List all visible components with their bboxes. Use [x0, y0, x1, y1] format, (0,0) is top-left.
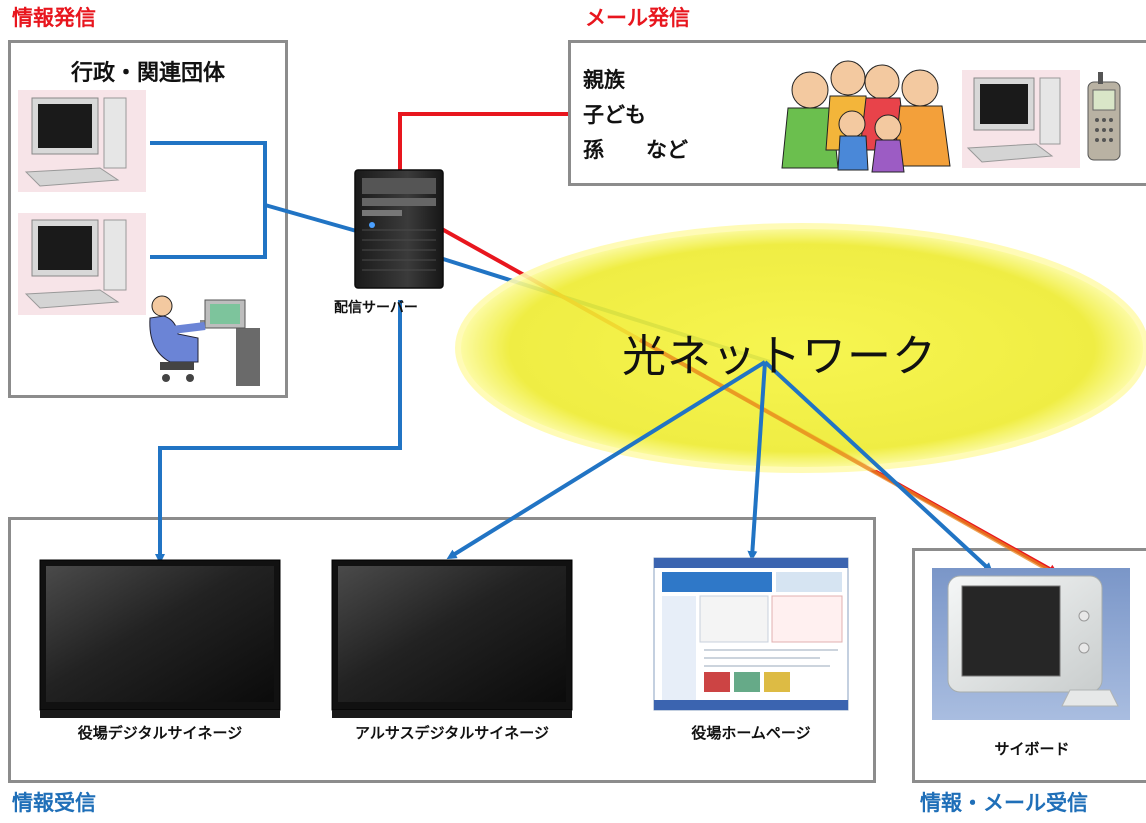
heading-info-mail-receiving: 情報・メール受信 — [920, 791, 1088, 815]
homepage-thumbnail — [653, 557, 849, 711]
heading-info-receiving: 情報受信 — [12, 791, 96, 815]
office-worker-icon — [149, 295, 260, 386]
saiboard-device — [932, 568, 1130, 720]
desktop-pc-icon-2 — [18, 213, 146, 315]
network-arrows — [446, 360, 993, 573]
mobile-phone-icon — [1087, 72, 1121, 161]
office-signage-label: 役場デジタルサイネージ — [77, 724, 243, 742]
desktop-pc-icon-1 — [18, 90, 146, 192]
family-line-relatives: 親族 — [583, 68, 625, 92]
arusas-signage-tv — [331, 559, 573, 718]
heading-mail-sending: メール発信 — [585, 6, 690, 30]
network-label: 光ネットワーク — [622, 331, 937, 382]
family-group-icon — [781, 60, 951, 173]
optical-network-ellipse — [455, 223, 1146, 473]
connection-lines — [150, 112, 568, 564]
family-line-children: 子ども — [583, 103, 646, 127]
server-label: 配信サーバー — [334, 300, 418, 316]
office-signage-tv — [39, 559, 281, 718]
server-tower-icon — [354, 169, 444, 289]
family-pc-icon — [962, 70, 1080, 168]
heading-info-sending: 情報発信 — [12, 6, 96, 30]
government-title: 行政・関連団体 — [70, 61, 225, 86]
saiboard-label: サイボード — [994, 740, 1070, 758]
family-line-grandchildren: 孫 など — [583, 138, 688, 162]
arusas-signage-label: アルサスデジタルサイネージ — [355, 724, 549, 742]
homepage-label: 役場ホームページ — [691, 724, 811, 742]
